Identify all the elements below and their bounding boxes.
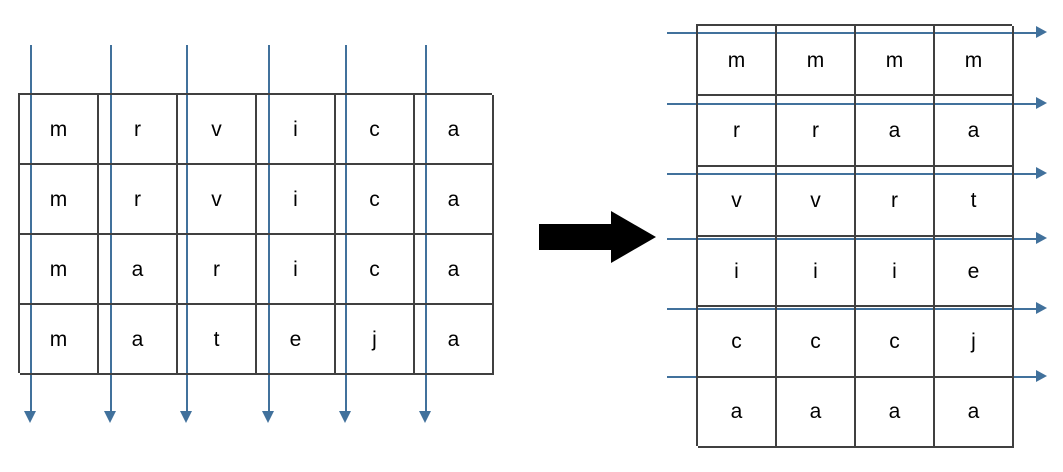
- grid-cell: r: [178, 235, 257, 305]
- grid-cell: j: [935, 307, 1014, 378]
- grid-cell: r: [856, 166, 935, 237]
- grid-cell: v: [777, 166, 856, 237]
- grid-cell: v: [178, 95, 257, 165]
- grid-cell: i: [257, 165, 336, 235]
- grid-cell: i: [698, 236, 777, 308]
- grid-cell: c: [336, 165, 415, 235]
- grid-cell: m: [20, 165, 99, 235]
- grid-cell: c: [336, 235, 415, 305]
- grid-cell: e: [257, 305, 336, 375]
- grid-cell: a: [99, 305, 178, 375]
- arrow-head-icon: [262, 411, 274, 423]
- grid-cell: i: [777, 236, 856, 308]
- arrow-head-icon: [180, 411, 192, 423]
- grid-cell: a: [415, 165, 494, 235]
- grid-cell: m: [698, 26, 777, 97]
- grid-cell: v: [698, 166, 777, 237]
- grid-cell: t: [178, 305, 257, 375]
- grid-cell: i: [856, 236, 935, 308]
- grid-cell: j: [336, 305, 415, 375]
- arrow-head-icon: [104, 411, 116, 423]
- grid-cell: r: [777, 96, 856, 167]
- grid-cell: c: [336, 95, 415, 165]
- grid-cell: m: [20, 235, 99, 305]
- transform-arrow: [539, 211, 656, 263]
- grid-cell: c: [698, 307, 777, 378]
- grid-cell: r: [99, 165, 178, 235]
- grid-cell: t: [935, 166, 1014, 237]
- grid-cell: r: [99, 95, 178, 165]
- arrow-head-icon: [1036, 302, 1047, 314]
- grid-cell: c: [856, 307, 935, 378]
- arrow-head-icon: [24, 411, 36, 423]
- grid-cell: m: [935, 26, 1014, 97]
- grid-cell: m: [856, 26, 935, 97]
- arrow-head-icon: [419, 411, 431, 423]
- arrow-head-icon: [1036, 370, 1047, 382]
- grid-cell: a: [415, 235, 494, 305]
- grid-cell: a: [935, 377, 1014, 448]
- grid-cell: v: [178, 165, 257, 235]
- grid-cell: m: [20, 305, 99, 375]
- arrow-head-icon: [1036, 232, 1047, 244]
- grid-cell: m: [20, 95, 99, 165]
- grid-cell: a: [856, 377, 935, 448]
- grid-cell: a: [415, 305, 494, 375]
- grid-cell: e: [935, 236, 1014, 308]
- grid-cell: i: [257, 235, 336, 305]
- grid-cell: a: [777, 377, 856, 448]
- grid-cell: c: [777, 307, 856, 378]
- arrow-head-icon: [339, 411, 351, 423]
- right-arrow-icon: [539, 211, 656, 263]
- grid-cell: m: [777, 26, 856, 97]
- grid-cell: a: [935, 96, 1014, 167]
- grid-cell: r: [698, 96, 777, 167]
- arrow-head-icon: [1036, 167, 1047, 179]
- grid-cell: a: [698, 377, 777, 448]
- arrow-head-icon: [1036, 26, 1047, 38]
- grid-cell: a: [415, 95, 494, 165]
- grid-cell: a: [99, 235, 178, 305]
- arrow-head-icon: [1036, 97, 1047, 109]
- grid-cell: i: [257, 95, 336, 165]
- grid-cell: a: [856, 96, 935, 167]
